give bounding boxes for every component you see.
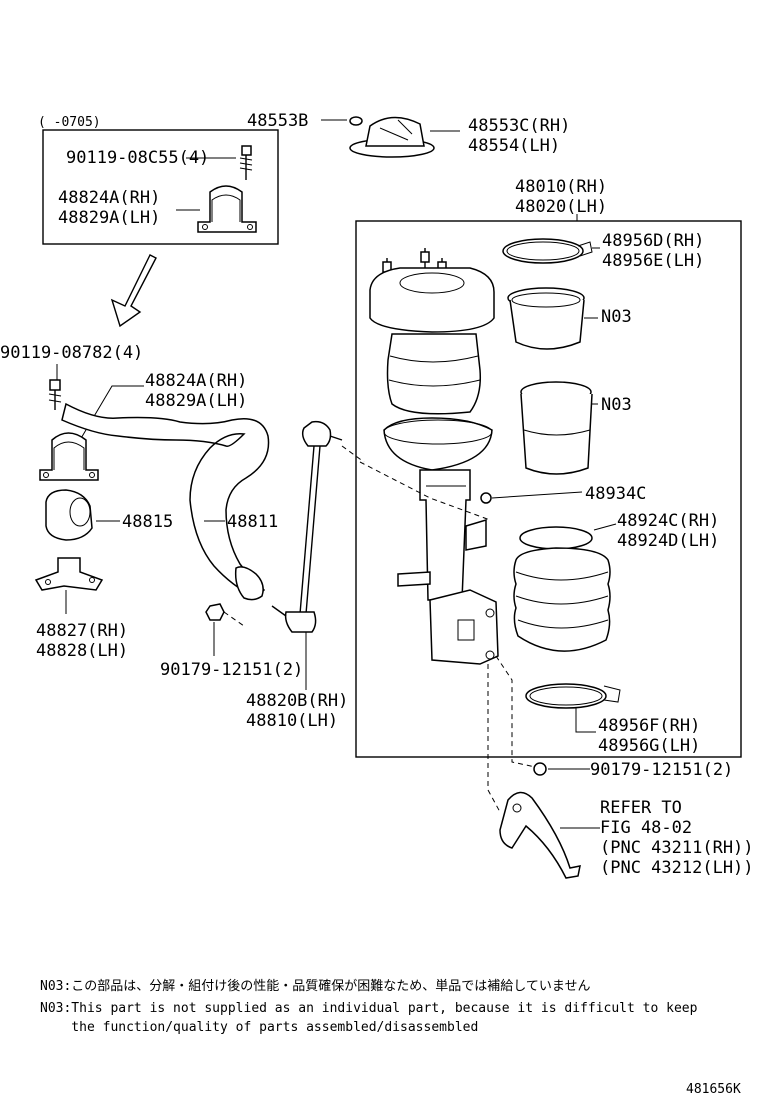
- label-90179-12151-upper: 90179-12151(2): [160, 660, 303, 680]
- label-48827-rh: 48827(RH): [36, 621, 128, 641]
- clamp-48956D: [502, 238, 593, 264]
- label-48824A-rh-inset: 48824A(RH): [58, 188, 160, 208]
- bolt-90119-08782: [48, 379, 62, 410]
- label-48828-lh: 48828(LH): [36, 641, 128, 661]
- clamp-48956F: [525, 683, 621, 709]
- label-48924C-rh: 48924C(RH): [617, 511, 719, 531]
- label-48811: 48811: [227, 512, 278, 532]
- steering-knuckle-ref: [499, 791, 581, 879]
- label-48553C-rh: 48553C(RH): [468, 116, 570, 136]
- bushing-48815: [45, 489, 93, 541]
- stabilizer-link-48820B: [271, 420, 343, 633]
- refer-to-line4: (PNC 43212(LH)): [600, 858, 754, 878]
- label-48829A-lh-inset: 48829A(LH): [58, 208, 160, 228]
- refer-to-line1: REFER TO: [600, 798, 682, 818]
- washer-48553B: [349, 116, 363, 126]
- inset-range-label: ( -0705): [38, 115, 101, 130]
- refer-to-line2: FIG 48-02: [600, 818, 692, 838]
- stabilizer-bar-48811: [61, 402, 270, 601]
- inset-box: [42, 129, 279, 245]
- label-48820B-rh: 48820B(RH): [246, 691, 348, 711]
- nut-90179-lower: [533, 762, 547, 776]
- figure-code: 481656K: [686, 1082, 741, 1097]
- boot-48924C: [513, 526, 611, 652]
- label-48956F-rh: 48956F(RH): [598, 716, 700, 736]
- label-48020-lh: 48020(LH): [515, 197, 607, 217]
- nut-48934C: [480, 492, 492, 504]
- label-48554-lh: 48554(LH): [468, 136, 560, 156]
- label-48829A-lh: 48829A(LH): [145, 391, 247, 411]
- retainer-48827: [34, 557, 104, 591]
- label-48553B: 48553B: [247, 111, 308, 131]
- sleeve-N03-lower: [520, 381, 593, 475]
- label-N03-lower: N03: [601, 395, 632, 415]
- nut-90179-upper: [205, 603, 225, 621]
- strut-air-spring-assembly: [369, 248, 499, 665]
- inset-bracket-48824A: [197, 185, 257, 233]
- inset-arrow: [110, 254, 157, 328]
- label-48815: 48815: [122, 512, 173, 532]
- strut-assembly-frame: [355, 220, 742, 758]
- label-90179-12151-lower: 90179-12151(2): [590, 760, 733, 780]
- label-48934C: 48934C: [585, 484, 646, 504]
- bracket-48824A: [39, 432, 99, 481]
- note-line-jp: N03:この部品は、分解・組付け後の性能・品質確保が困難なため、単品では補給して…: [40, 978, 591, 994]
- label-48824A-rh: 48824A(RH): [145, 371, 247, 391]
- label-48956D-rh: 48956D(RH): [602, 231, 704, 251]
- label-90119-08C55: 90119-08C55(4): [66, 148, 209, 168]
- inset-bolt-90119-08C55: [239, 145, 253, 180]
- upper-mount-48553C: [349, 116, 435, 158]
- sleeve-N03-upper: [507, 287, 585, 350]
- label-N03-upper: N03: [601, 307, 632, 327]
- label-48924D-lh: 48924D(LH): [617, 531, 719, 551]
- label-48956E-lh: 48956E(LH): [602, 251, 704, 271]
- refer-to-line3: (PNC 43211(RH)): [600, 838, 754, 858]
- label-90119-08782: 90119-08782(4): [0, 343, 143, 363]
- label-48956G-lh: 48956G(LH): [598, 736, 700, 756]
- label-48810-lh: 48810(LH): [246, 711, 338, 731]
- label-48010-rh: 48010(RH): [515, 177, 607, 197]
- note-line-en-2: the function/quality of parts assembled/…: [40, 1020, 478, 1035]
- note-line-en-1: N03:This part is not supplied as an indi…: [40, 1001, 698, 1016]
